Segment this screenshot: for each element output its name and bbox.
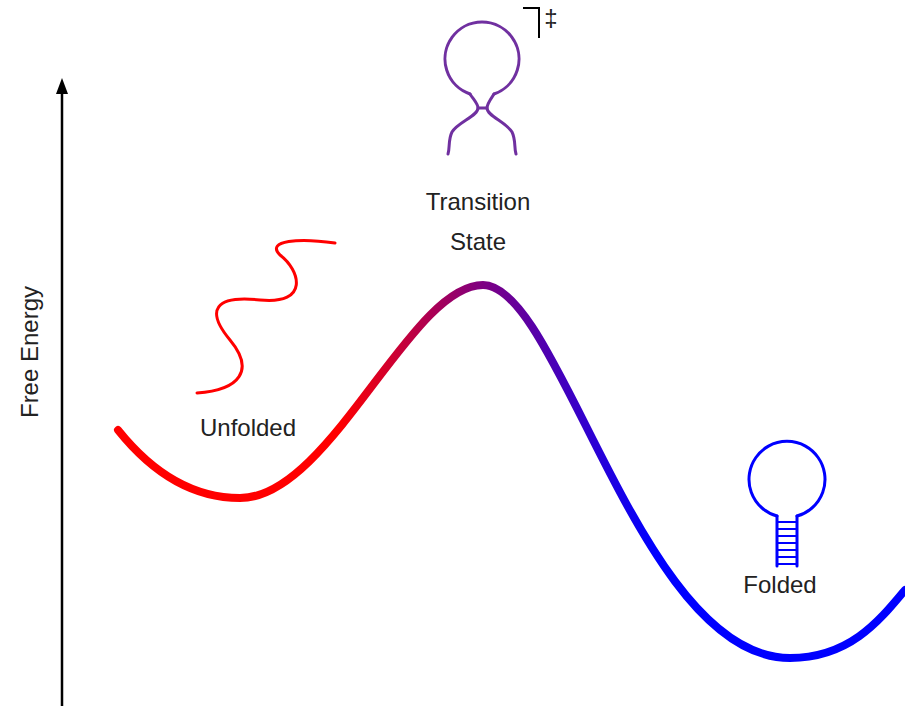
hairpin-strand <box>776 516 779 566</box>
state-label: Folded <box>743 565 816 605</box>
hairpin-strand <box>796 516 799 566</box>
transition-marker: ‡ <box>544 0 557 38</box>
base-pairs <box>777 522 797 564</box>
transition-hairpin <box>445 22 519 154</box>
axis-arrowhead <box>56 78 68 94</box>
transition-bracket <box>523 8 539 38</box>
unfolded-strand <box>197 241 335 393</box>
hairpin-strand <box>487 94 516 154</box>
energy-curve <box>118 285 905 658</box>
folded-hairpin <box>749 441 825 566</box>
hairpin-loop <box>749 441 825 516</box>
base-pair <box>478 107 487 110</box>
hairpin-loop <box>445 22 519 94</box>
y-axis <box>61 92 64 706</box>
state-label: Transition State <box>403 182 553 262</box>
hairpin-strand <box>448 94 478 154</box>
axis-label: Free Energy <box>10 286 50 418</box>
state-label: Unfolded <box>200 408 296 448</box>
